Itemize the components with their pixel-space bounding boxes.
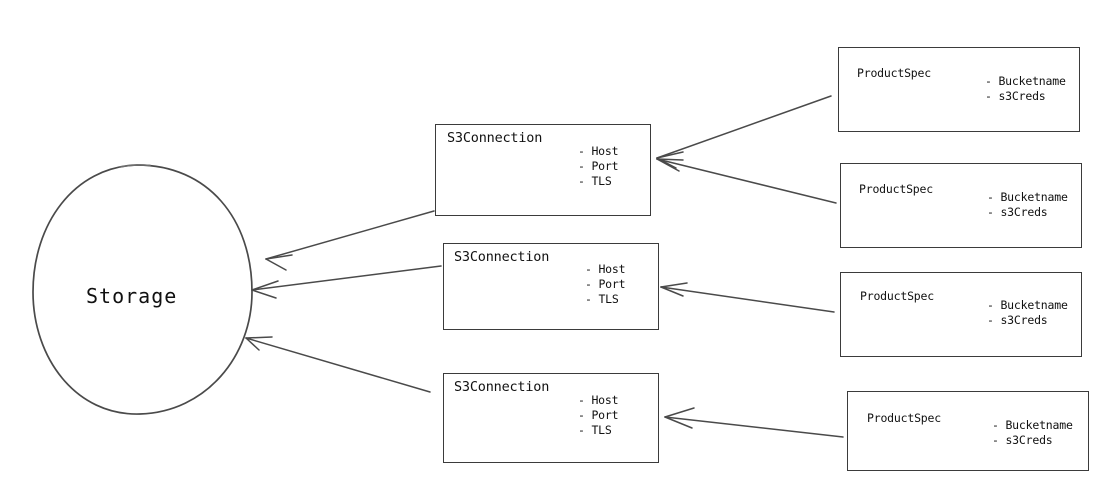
edge-spec4-to-conn3	[664, 407, 844, 438]
attribute-item: - s3Creds	[985, 89, 1046, 103]
storage-circle	[32, 164, 253, 415]
s3connection-node-1-title: S3Connection	[447, 130, 543, 146]
productspec-node-1[interactable]	[838, 47, 1080, 132]
s3connection-node-2-attributes: - Host - Port - TLS	[585, 262, 626, 307]
productspec-node-4-title: ProductSpec	[867, 411, 941, 425]
edge-conn1-to-storage	[265, 210, 435, 271]
productspec-node-2-title: ProductSpec	[859, 182, 933, 196]
s3connection-node-2[interactable]	[443, 243, 659, 330]
attribute-item: - Port	[585, 277, 626, 291]
attribute-item: - TLS	[585, 292, 619, 306]
s3connection-node-3-title: S3Connection	[454, 379, 550, 395]
attribute-item: - Host	[585, 262, 626, 276]
attribute-item: - Bucketname	[985, 74, 1066, 88]
s3connection-node-1-attributes: - Host - Port - TLS	[578, 144, 619, 189]
productspec-node-2[interactable]	[840, 163, 1082, 248]
attribute-item: - Host	[578, 393, 619, 407]
s3connection-node-2-title: S3Connection	[454, 249, 550, 265]
s3connection-node-3-attributes: - Host - Port - TLS	[578, 393, 619, 438]
attribute-item: - s3Creds	[987, 313, 1048, 327]
productspec-node-3-attributes: - Bucketname - s3Creds	[987, 298, 1068, 328]
edge-spec2-to-conn1	[656, 158, 837, 204]
productspec-node-4-attributes: - Bucketname - s3Creds	[992, 418, 1073, 448]
attribute-item: - TLS	[578, 174, 612, 188]
attribute-item: - Host	[578, 144, 619, 158]
attribute-item: - s3Creds	[987, 205, 1048, 219]
productspec-node-3[interactable]	[840, 272, 1082, 357]
attribute-item: - Bucketname	[987, 190, 1068, 204]
edge-conn3-to-storage	[245, 336, 431, 393]
productspec-node-4[interactable]	[847, 391, 1089, 471]
attribute-item: - TLS	[578, 423, 612, 437]
edge-spec1-to-conn1	[656, 95, 832, 169]
attribute-item: - Port	[578, 408, 619, 422]
attribute-item: - Bucketname	[992, 418, 1073, 432]
attribute-item: - Port	[578, 159, 619, 173]
s3connection-node-1[interactable]	[435, 124, 651, 216]
productspec-node-3-title: ProductSpec	[860, 289, 934, 303]
attribute-item: - Bucketname	[987, 298, 1068, 312]
productspec-node-2-attributes: - Bucketname - s3Creds	[987, 190, 1068, 220]
attribute-item: - s3Creds	[992, 433, 1053, 447]
edge-conn2-to-storage	[251, 265, 442, 299]
s3connection-node-3[interactable]	[443, 373, 659, 463]
productspec-node-1-attributes: - Bucketname - s3Creds	[985, 74, 1066, 104]
edge-spec3-to-conn2	[660, 282, 835, 313]
productspec-node-1-title: ProductSpec	[857, 66, 931, 80]
storage-node-label: Storage	[86, 284, 178, 308]
